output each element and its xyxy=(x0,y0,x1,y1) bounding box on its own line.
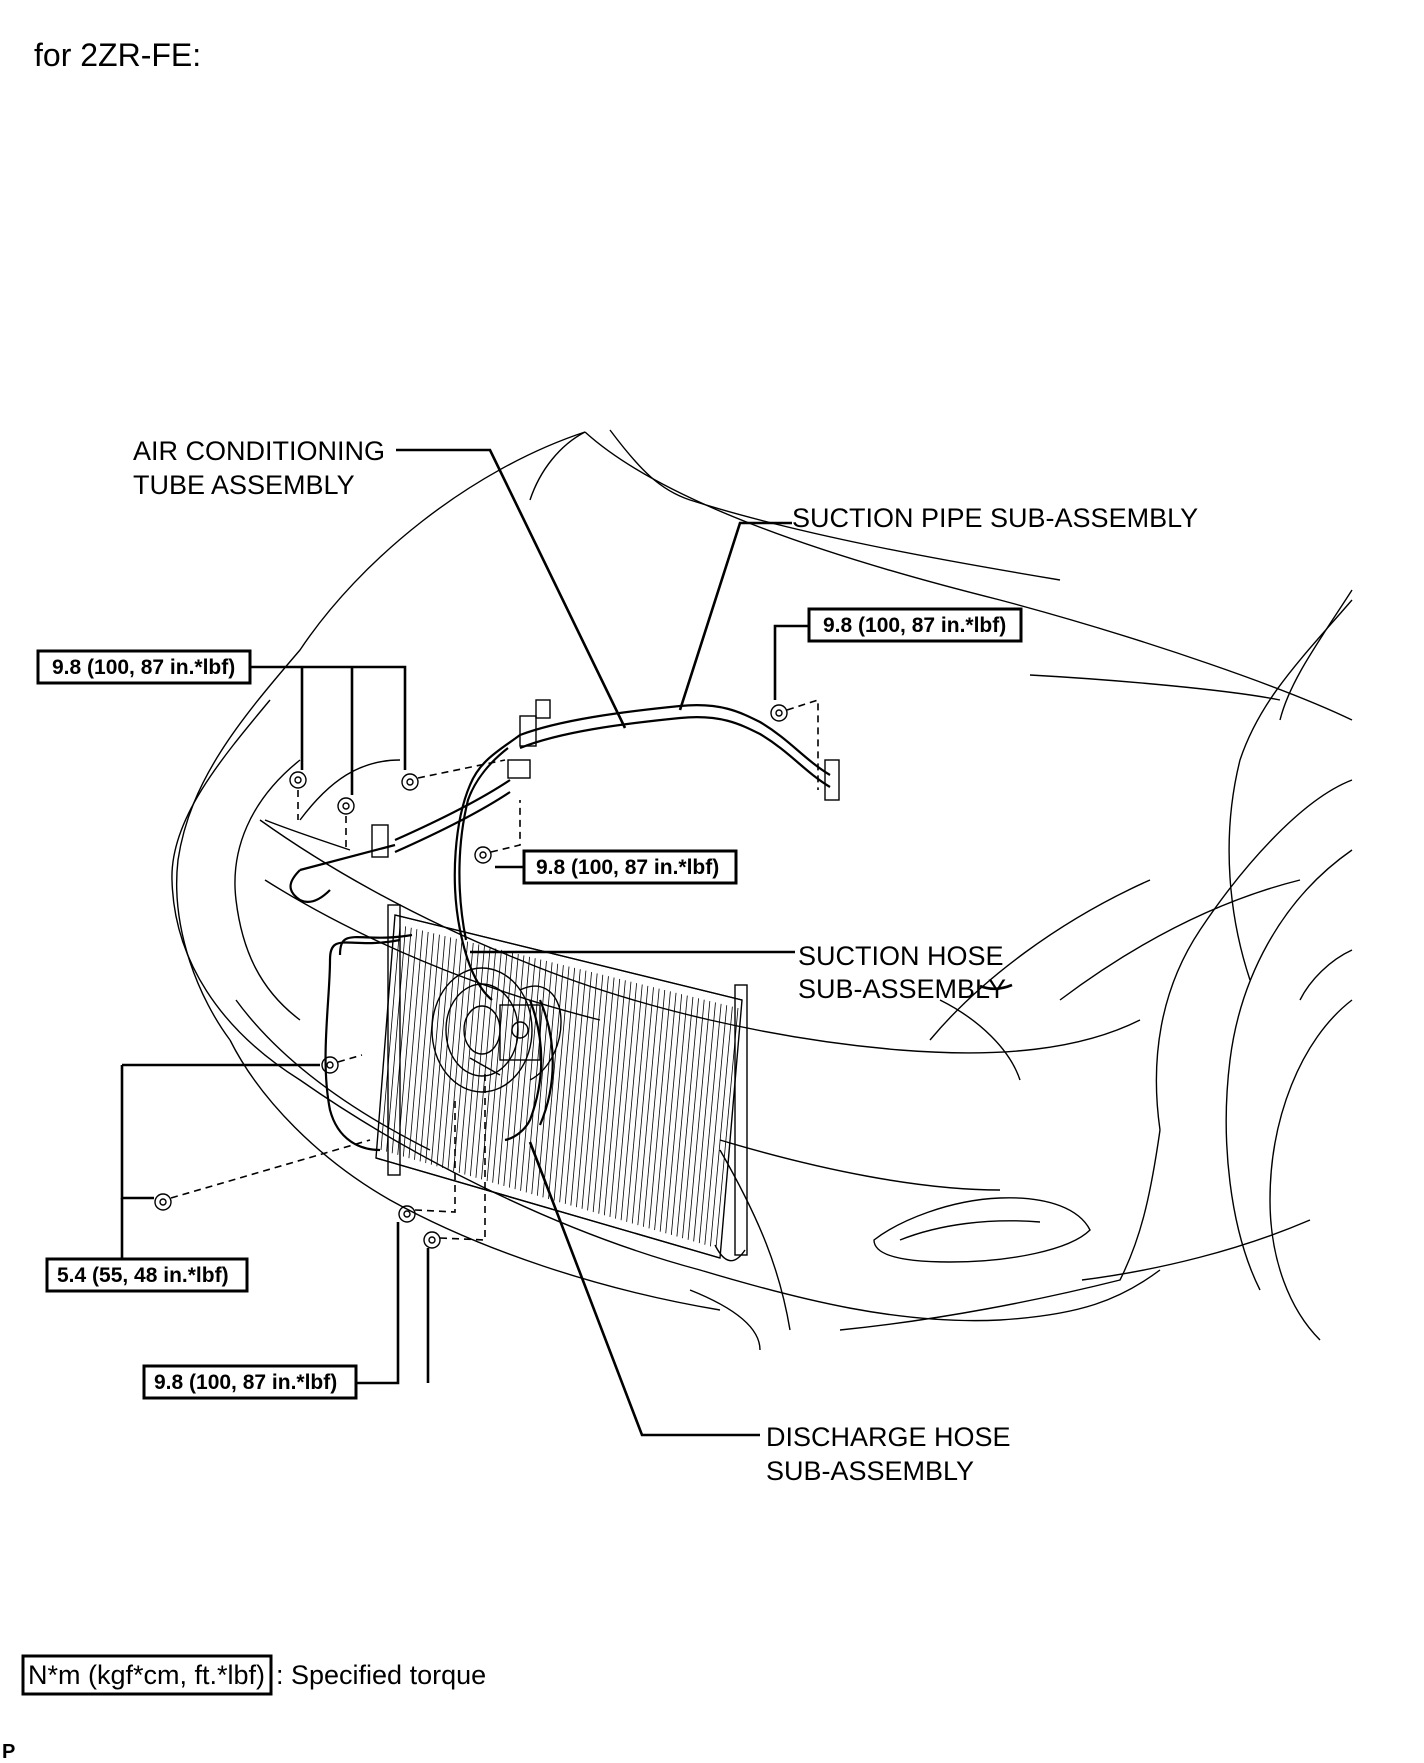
condenser-fin xyxy=(408,931,429,1159)
legend-description: : Specified torque xyxy=(276,1660,486,1690)
condenser-fin xyxy=(442,940,463,1169)
condenser-fin xyxy=(430,937,452,1165)
bolt-icon xyxy=(398,1205,416,1223)
condenser-fin xyxy=(654,992,677,1231)
torque-box-upper-left: 9.8 (100, 87 in.*lbf) xyxy=(36,649,252,685)
condenser-fin xyxy=(453,942,474,1172)
condenser-fin xyxy=(531,962,553,1195)
condenser-fin xyxy=(659,994,683,1232)
torque-legend: N*m (kgf*cm, ft.*lbf) : Specified torque xyxy=(21,1654,486,1696)
condenser-fin xyxy=(497,954,519,1185)
condenser-fin xyxy=(598,978,621,1214)
condenser-fin xyxy=(615,983,637,1219)
condenser-fin xyxy=(514,958,536,1190)
condenser-fin xyxy=(548,966,570,1200)
torque-box-middle: 9.8 (100, 87 in.*lbf) xyxy=(522,849,738,885)
condenser-fin xyxy=(581,974,604,1209)
condenser-fin xyxy=(587,976,609,1211)
condenser-fin xyxy=(665,995,688,1234)
condenser-fin xyxy=(425,936,446,1164)
compressor xyxy=(431,967,562,1093)
condenser-fin xyxy=(536,963,559,1196)
condenser-fin xyxy=(419,934,440,1162)
condenser-fin xyxy=(380,924,401,1151)
engine-label: for 2ZR-FE: xyxy=(34,37,201,73)
bolt-icon xyxy=(474,846,492,864)
torque-value: 5.4 (55, 48 in.*lbf) xyxy=(57,1264,229,1287)
condenser-fin xyxy=(520,959,542,1191)
condenser-fin xyxy=(576,973,598,1208)
legend-unit-box: N*m (kgf*cm, ft.*lbf) xyxy=(28,1660,265,1690)
torque-box-lower-left: 5.4 (55, 48 in.*lbf) xyxy=(45,1257,249,1293)
condenser-fin xyxy=(475,948,497,1178)
condenser-fin xyxy=(704,1005,728,1245)
condenser-fin xyxy=(458,944,480,1173)
condenser-fin xyxy=(687,1001,711,1240)
condenser-fin xyxy=(414,933,435,1160)
condenser-fin xyxy=(391,927,412,1154)
condenser-fin xyxy=(386,926,407,1152)
condenser-fin xyxy=(643,989,666,1227)
condenser-fin xyxy=(609,981,632,1218)
condenser-fin xyxy=(486,951,508,1182)
condenser-fin xyxy=(676,998,699,1237)
leader-lines xyxy=(120,448,1013,1437)
bolts xyxy=(154,704,788,1249)
torque-value: 9.8 (100, 87 in.*lbf) xyxy=(823,614,1006,637)
label-ac-tube-line2: TUBE ASSEMBLY xyxy=(133,470,355,500)
bolt-icon xyxy=(337,797,355,815)
condenser-fin xyxy=(553,967,576,1201)
torque-box-bottom: 9.8 (100, 87 in.*lbf) xyxy=(142,1364,358,1400)
condenser-fin xyxy=(648,991,671,1229)
torque-value: 9.8 (100, 87 in.*lbf) xyxy=(536,856,719,879)
condenser-fin xyxy=(397,929,418,1155)
bolt-icon xyxy=(401,773,419,791)
footer-code: P xyxy=(2,1741,15,1763)
condenser-fin xyxy=(592,977,615,1213)
condenser xyxy=(375,904,748,1262)
torque-value: 9.8 (100, 87 in.*lbf) xyxy=(52,656,235,679)
condenser-fin xyxy=(402,930,423,1157)
condenser-fin xyxy=(469,947,491,1177)
torque-box-upper-right: 9.8 (100, 87 in.*lbf) xyxy=(807,607,1023,643)
refrigerant-lines xyxy=(289,699,840,1152)
label-suction-hose-line1: SUCTION HOSE xyxy=(798,941,1004,971)
bolt-icon xyxy=(770,704,788,722)
condenser-fin xyxy=(603,980,626,1216)
condenser-fin xyxy=(637,988,660,1226)
condenser-fin xyxy=(698,1003,722,1244)
condenser-fin xyxy=(670,996,694,1235)
condenser-fin xyxy=(710,1006,733,1247)
condenser-fin xyxy=(626,985,649,1222)
condenser-fin xyxy=(447,941,468,1170)
condenser-fin xyxy=(682,999,705,1239)
label-suction-hose-line2: SUB-ASSEMBLY xyxy=(798,974,1006,1004)
bolt-icon xyxy=(289,771,307,789)
condenser-fin xyxy=(570,971,592,1206)
label-suction-pipe: SUCTION PIPE SUB-ASSEMBLY xyxy=(792,503,1198,533)
condenser-fin xyxy=(542,965,564,1198)
bolt-icon xyxy=(321,1056,339,1074)
condenser-fin xyxy=(564,970,587,1204)
condenser-fin xyxy=(503,955,525,1186)
bolt-icon xyxy=(423,1231,441,1249)
label-discharge-hose-line1: DISCHARGE HOSE xyxy=(766,1422,1011,1452)
label-discharge-hose-line2: SUB-ASSEMBLY xyxy=(766,1456,974,1486)
condenser-fin xyxy=(631,987,654,1224)
condenser-fin xyxy=(559,969,581,1203)
torque-value: 9.8 (100, 87 in.*lbf) xyxy=(154,1371,337,1394)
installation-dashed-lines xyxy=(170,698,819,1241)
condenser-fin xyxy=(620,984,643,1221)
label-ac-tube-line1: AIR CONDITIONING xyxy=(133,436,385,466)
bolt-icon xyxy=(154,1193,172,1211)
condenser-fin xyxy=(693,1002,716,1242)
condenser-fin xyxy=(436,938,457,1167)
vehicle-body-outline xyxy=(171,429,1353,1351)
